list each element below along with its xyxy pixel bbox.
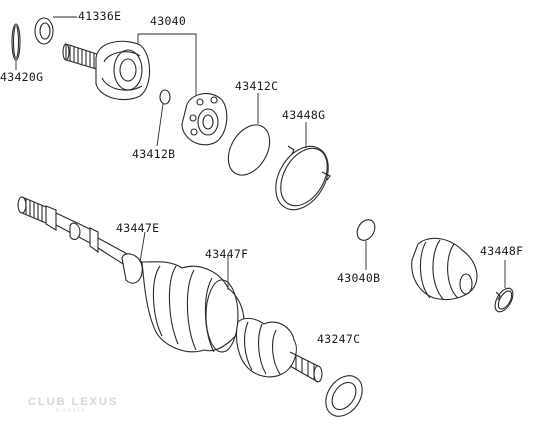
label-43040: 43040	[150, 14, 186, 28]
boot-clamp-43448F	[494, 260, 514, 313]
clip-43040B	[356, 219, 376, 270]
label-43040B: 43040B	[337, 271, 380, 285]
label-43247C: 43247C	[317, 332, 360, 346]
snap-ring-43420G	[11, 23, 21, 61]
label-43448F: 43448F	[480, 244, 523, 258]
boot-clamp-43448G	[275, 122, 331, 211]
outer-boot-assembly	[235, 317, 323, 383]
watermark-brand: CLUB LEXUS	[28, 396, 118, 408]
label-43448G: 43448G	[282, 108, 325, 122]
watermark-sub: RUSSIA	[56, 408, 87, 414]
label-43447F: 43447F	[205, 247, 248, 261]
seal-41336E	[34, 16, 77, 45]
label-43420G: 43420G	[0, 70, 43, 84]
small-boot-right	[411, 237, 478, 301]
label-43412B: 43412B	[132, 147, 175, 161]
drive-shaft-body	[17, 196, 146, 284]
circlip-43412B	[156, 89, 171, 147]
label-43412C: 43412C	[235, 79, 278, 93]
label-43447E: 43447E	[116, 221, 159, 235]
label-41336E: 41336E	[78, 9, 121, 23]
ring-43412C	[227, 93, 271, 176]
outer-cv-joint-43040	[62, 33, 197, 101]
inner-race-cage	[181, 93, 228, 146]
ring-43247C	[325, 375, 363, 417]
inner-boot-43447F	[141, 256, 245, 353]
